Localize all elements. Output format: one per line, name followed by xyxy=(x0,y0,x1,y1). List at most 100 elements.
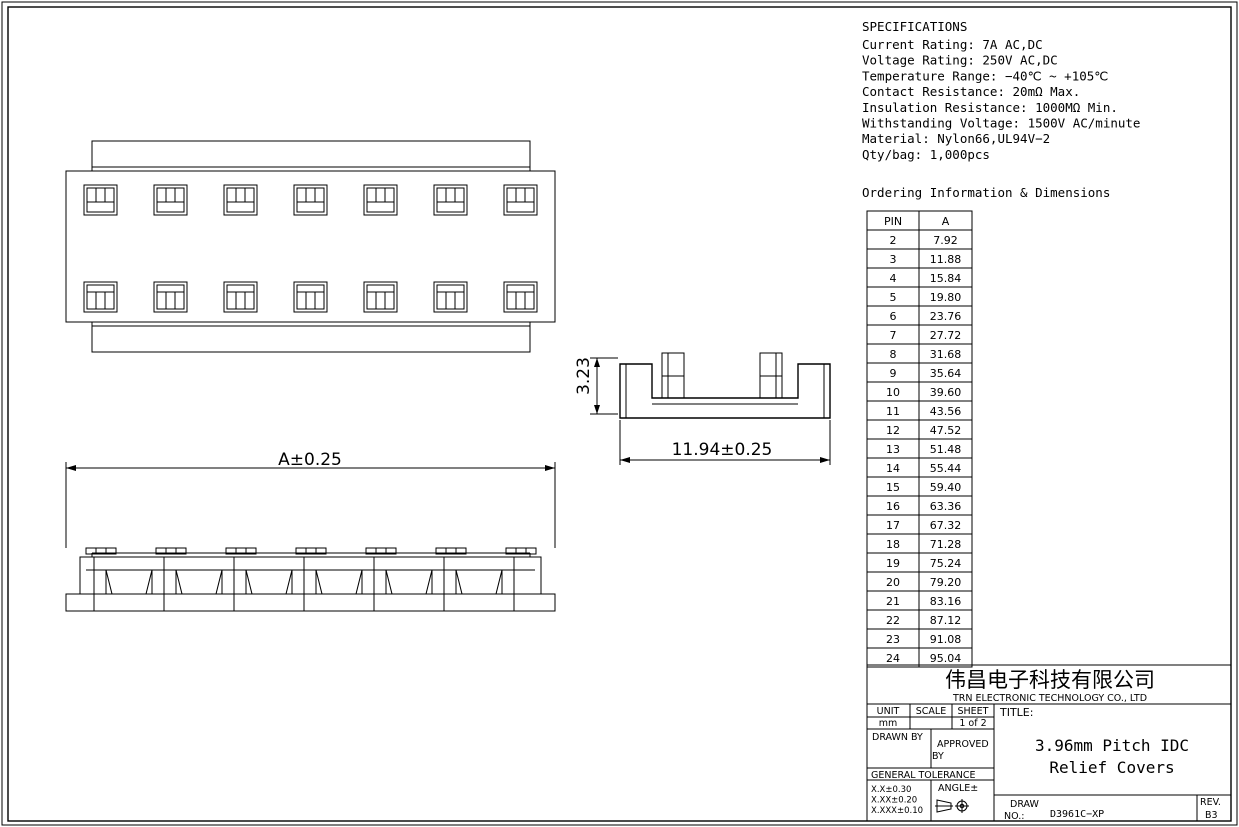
top-view-slot xyxy=(223,281,258,313)
specification-line: Insulation Resistance: 1000MΩ Min. xyxy=(862,100,1118,115)
ordering-heading: Ordering Information & Dimensions xyxy=(862,185,1110,200)
side-view xyxy=(619,352,831,419)
unit-label: UNIT xyxy=(877,706,900,717)
specification-line: Voltage Rating: 250V AC,DC xyxy=(862,53,1058,68)
table-pin-cell: 20 xyxy=(886,576,900,589)
sheet-value: 1 of 2 xyxy=(959,718,986,729)
company-name-cn: 伟昌电子科技有限公司 xyxy=(945,668,1155,692)
rev-label: REV. xyxy=(1200,797,1221,808)
table-pin-cell: 21 xyxy=(886,595,900,608)
front-view-cell xyxy=(175,557,235,611)
specification-line: Material: Nylon66,UL94V−2 xyxy=(862,131,1050,146)
front-view-tab xyxy=(365,547,397,555)
front-view-cell xyxy=(455,557,515,611)
table-pin-cell: 9 xyxy=(890,367,897,380)
front-view-tab xyxy=(295,547,327,555)
top-view-slot xyxy=(83,184,118,216)
table-a-cell: 87.12 xyxy=(930,614,962,627)
table-a-cell: 11.88 xyxy=(930,253,962,266)
table-a-cell: 47.52 xyxy=(930,424,962,437)
table-pin-cell: 6 xyxy=(890,310,897,323)
draw-number: D3961C−XP xyxy=(1050,809,1104,820)
top-view-slot xyxy=(293,184,328,216)
angle-label: ANGLE± xyxy=(938,783,978,794)
tolerance-value: X.XX±0.20 xyxy=(871,796,917,806)
inner-border xyxy=(7,6,1232,822)
title-label: TITLE: xyxy=(999,706,1033,719)
specification-line: Contact Resistance: 20mΩ Max. xyxy=(862,84,1080,99)
front-view-cells xyxy=(86,557,535,611)
sheet-label: SHEET xyxy=(958,706,989,717)
table-pin-cell: 7 xyxy=(890,329,897,342)
tolerance-values: X.X±0.30X.XX±0.20X.XXX±0.10 xyxy=(871,785,923,816)
specifications-heading: SPECIFICATIONS xyxy=(862,19,967,34)
table-pin-cell: 11 xyxy=(886,405,900,418)
top-view-slot xyxy=(293,281,328,313)
table-a-cell: 35.64 xyxy=(930,367,962,380)
table-a-cell: 79.20 xyxy=(930,576,962,589)
top-view-slot xyxy=(363,184,398,216)
width-dimension: 11.94±0.25 xyxy=(619,420,831,465)
scale-label: SCALE xyxy=(916,706,946,717)
table-pin-cell: 16 xyxy=(886,500,900,513)
rev-value: B3 xyxy=(1205,810,1218,821)
table-pin-cell: 24 xyxy=(886,652,900,665)
table-pin-cell: 10 xyxy=(886,386,900,399)
table-pin-cell: 14 xyxy=(886,462,900,475)
front-view-cell xyxy=(105,557,165,611)
top-view-slot xyxy=(223,184,258,216)
length-dimension-label: A±0.25 xyxy=(278,450,342,470)
table-a-cell: 39.60 xyxy=(930,386,962,399)
tolerance-value: X.XXX±0.10 xyxy=(871,806,923,816)
specification-line: Qty/bag: 1,000pcs xyxy=(862,147,990,162)
top-view-slot xyxy=(153,281,188,313)
table-header-cell: PIN xyxy=(884,215,902,228)
length-dimension: A±0.25 xyxy=(65,450,556,548)
table-a-cell: 15.84 xyxy=(930,272,962,285)
table-pin-cell: 23 xyxy=(886,633,900,646)
table-a-cell: 71.28 xyxy=(930,538,962,551)
table-pin-cell: 2 xyxy=(890,234,897,247)
table-pin-cell: 3 xyxy=(890,253,897,266)
table-pin-cell: 13 xyxy=(886,443,900,456)
width-dimension-label: 11.94±0.25 xyxy=(672,440,773,460)
table-pin-cell: 17 xyxy=(886,519,900,532)
table-a-cell: 7.92 xyxy=(933,234,958,247)
draw-no-label: NO.: xyxy=(1004,811,1024,822)
table-a-cell: 63.36 xyxy=(930,500,962,513)
drawing-title-line-2: Relief Covers xyxy=(1049,758,1174,777)
table-a-cell: 95.04 xyxy=(930,652,962,665)
approved-by-label: BY xyxy=(932,751,944,762)
front-view-tab xyxy=(155,547,187,555)
table-pin-cell: 18 xyxy=(886,538,900,551)
table-a-cell: 27.72 xyxy=(930,329,962,342)
table-a-cell: 75.24 xyxy=(930,557,962,570)
front-view-cell xyxy=(315,557,375,611)
specification-line: Current Rating: 7A AC,DC xyxy=(862,37,1043,52)
table-a-cell: 59.40 xyxy=(930,481,962,494)
table-a-cell: 19.80 xyxy=(930,291,962,304)
table-pin-cell: 12 xyxy=(886,424,900,437)
top-view xyxy=(65,140,556,353)
unit-value: mm xyxy=(879,718,898,729)
front-view-tab xyxy=(85,547,117,555)
draw-label: DRAW xyxy=(1010,799,1040,810)
table-pin-cell: 4 xyxy=(890,272,897,285)
height-dimension-label: 3.23 xyxy=(574,357,594,395)
top-view-slot xyxy=(363,281,398,313)
company-name-en: TRN ELECTRONIC TECHNOLOGY CO., LTD xyxy=(952,693,1147,704)
top-view-slot xyxy=(83,281,118,313)
drawing-title-line-1: 3.96mm Pitch IDC xyxy=(1035,736,1189,755)
table-pin-cell: 19 xyxy=(886,557,900,570)
table-a-cell: 51.48 xyxy=(930,443,962,456)
front-view xyxy=(65,547,556,612)
height-dimension: 3.23 xyxy=(574,357,618,415)
drawn-by-label: DRAWN BY xyxy=(872,732,923,743)
table-a-cell: 67.32 xyxy=(930,519,962,532)
table-pin-cell: 5 xyxy=(890,291,897,304)
table-a-cell: 31.68 xyxy=(930,348,962,361)
general-tolerance-label: GENERAL TOLERANCE xyxy=(871,770,976,781)
front-view-tabs xyxy=(85,547,537,555)
